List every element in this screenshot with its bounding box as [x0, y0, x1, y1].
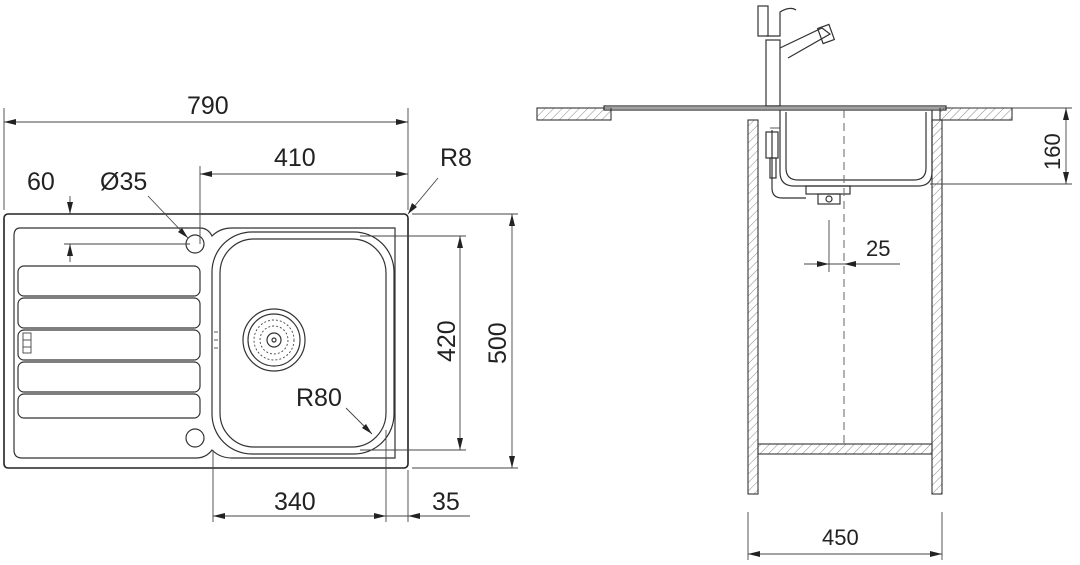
dim-bowl-corner-radius: R80: [296, 384, 373, 435]
dim-rim-right: 35: [386, 470, 470, 522]
dim-cabinet-width: 450: [747, 512, 943, 560]
label-corner-radius-outer: R8: [440, 144, 472, 172]
dim-bowl-width: 340: [212, 430, 387, 522]
dim-overall-depth: 500: [412, 213, 518, 469]
label-bowl-offset: 410: [274, 144, 316, 172]
faucet: [757, 5, 836, 107]
dim-hole-diameter: Ø35: [100, 168, 189, 239]
label-hole-diameter: Ø35: [100, 168, 147, 196]
overflow-hole: [185, 428, 205, 448]
label-drain-offset: 25: [866, 236, 890, 261]
dim-drain-offset: 25: [804, 220, 900, 272]
cabinet: [747, 119, 943, 495]
bowl-section: [765, 110, 933, 205]
label-bowl-depth: 420: [433, 320, 461, 362]
label-bowl-corner-radius: R80: [296, 384, 342, 412]
label-bowl-width: 340: [274, 488, 316, 516]
drainer-board: [13, 227, 396, 459]
label-bowl-height: 160: [1040, 133, 1065, 170]
dim-bowl-depth: 420: [360, 235, 466, 451]
label-overall-depth: 500: [484, 322, 512, 364]
worktop-right: [939, 107, 1013, 121]
dim-corner-radius-outer: R8: [407, 144, 472, 215]
drain-strainer: [242, 308, 306, 372]
side-view: 160 25 450: [536, 5, 1072, 560]
label-offset-left: 60: [27, 168, 55, 196]
dim-bowl-height: 160: [930, 107, 1072, 185]
sink-outline: [3, 213, 409, 469]
label-cabinet-width: 450: [822, 525, 859, 550]
dim-overall-width: 790: [3, 92, 409, 210]
bowl: [211, 231, 395, 455]
worktop-left: [536, 107, 612, 121]
label-overall-width: 790: [187, 92, 229, 120]
dim-bowl-offset: 410: [199, 144, 408, 244]
sink-rim: [603, 105, 947, 111]
top-view: 790 410 60 Ø35 R8: [3, 92, 518, 522]
label-rim-right: 35: [432, 488, 460, 516]
dim-offset-left: 60: [27, 168, 190, 262]
